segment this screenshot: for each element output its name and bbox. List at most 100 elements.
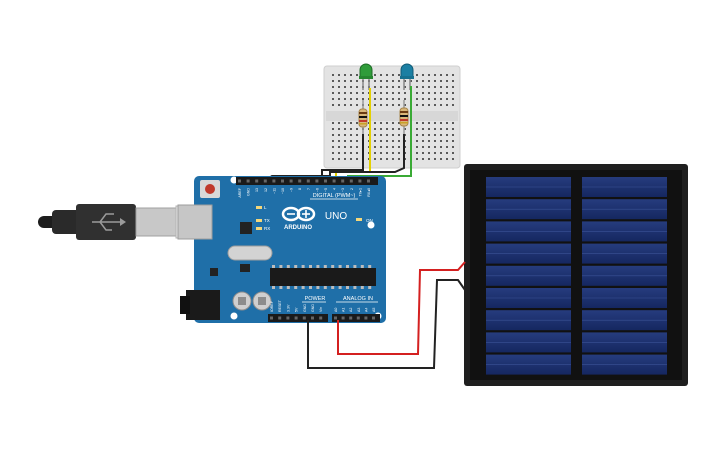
header-pin[interactable] (255, 179, 259, 183)
usb-symbol-icon (92, 213, 120, 231)
analog-header[interactable] (332, 314, 380, 322)
chip-pin (323, 265, 327, 268)
header-pin[interactable] (278, 316, 282, 320)
pin-label: AREF (238, 187, 242, 197)
chip-pin (301, 265, 305, 268)
red-wire[interactable] (337, 261, 466, 355)
model-text: UNO (325, 211, 347, 222)
pin-label: 7 (307, 188, 311, 190)
header-pin[interactable] (315, 179, 319, 183)
header-pin[interactable] (294, 316, 298, 320)
header-pin[interactable] (319, 316, 323, 320)
header-pin[interactable] (367, 179, 370, 183)
pin-label: GND (311, 304, 315, 312)
analog-label: ANALOG IN (343, 296, 373, 302)
breadboard-bottom-holes[interactable] (328, 122, 456, 162)
usb-controller-chip (240, 222, 252, 234)
pin-label: 2 (350, 188, 354, 190)
black-wire-3[interactable] (307, 279, 466, 369)
header-pin[interactable] (270, 316, 273, 320)
header-pin[interactable] (332, 179, 336, 183)
header-pin[interactable] (238, 179, 241, 183)
chip-pin (368, 286, 372, 289)
pin-label: RESET (278, 299, 282, 312)
chip-pin (316, 286, 320, 289)
header-pin[interactable] (364, 316, 368, 320)
green-led[interactable] (359, 63, 373, 90)
chip-pin (309, 265, 312, 268)
header-pin[interactable] (372, 316, 375, 320)
l-label: L (264, 205, 267, 210)
chip-pin (368, 265, 372, 268)
pin-label: ~9 (290, 188, 294, 192)
header-pin[interactable] (341, 316, 345, 320)
tx-label: TX (264, 218, 270, 223)
chip-pin (294, 286, 298, 289)
pin-label: ~11 (272, 188, 276, 194)
chip-pin (309, 286, 312, 289)
breadboard-top-holes[interactable] (328, 72, 456, 110)
header-pin[interactable] (272, 179, 276, 183)
header-pin[interactable] (306, 179, 310, 183)
chip-pin (272, 265, 275, 268)
header-pin[interactable] (289, 179, 293, 183)
chip-pin (323, 286, 327, 289)
l-led (256, 206, 262, 209)
chip-pin (272, 286, 275, 289)
header-pin[interactable] (246, 179, 250, 183)
header-pin[interactable] (341, 179, 345, 183)
chip-pin (338, 286, 342, 289)
rx-led (256, 227, 262, 230)
tx-led (256, 219, 262, 222)
chip-pin (346, 286, 349, 289)
pin-label: ~10 (281, 188, 285, 194)
header-pin[interactable] (334, 316, 337, 320)
chip-pin (360, 265, 364, 268)
digital-header[interactable] (236, 177, 378, 185)
atmega-microcontroller[interactable] (270, 265, 376, 289)
header-pin[interactable] (286, 316, 290, 320)
dc-barrel-jack[interactable] (186, 290, 220, 320)
digital-header-label: DIGITAL (PWM~) (313, 193, 356, 199)
header-pin[interactable] (324, 179, 327, 183)
header-pin[interactable] (349, 179, 353, 183)
pin-label: IOREF (270, 300, 274, 312)
power-header[interactable] (268, 314, 328, 322)
header-pin[interactable] (298, 179, 302, 183)
header-pin[interactable] (311, 316, 314, 320)
pin-label: TX▸1 (358, 188, 362, 196)
header-pin[interactable] (263, 179, 267, 183)
usb-b-jack[interactable] (177, 204, 213, 240)
header-pin[interactable] (349, 316, 353, 320)
header-pin[interactable] (302, 316, 306, 320)
on-label: ON (366, 218, 373, 223)
header-pin[interactable] (281, 179, 284, 183)
pin-label: GND (303, 304, 307, 312)
resistor-2[interactable] (399, 100, 409, 134)
pin-label: 13 (255, 188, 259, 192)
header-pin[interactable] (358, 179, 362, 183)
pin-label: A1 (342, 308, 346, 312)
resistor-1[interactable] (358, 100, 368, 134)
breadboard[interactable] (323, 65, 461, 169)
chip-pin (286, 265, 290, 268)
header-pin[interactable] (356, 316, 360, 320)
black-wire-1[interactable] (321, 134, 364, 178)
pin-label: ~3 (341, 188, 345, 192)
chip-pin (279, 265, 283, 268)
chip-pin (286, 286, 290, 289)
pin-label: 8 (298, 188, 302, 190)
chip-pin (353, 286, 357, 289)
pin-label: A2 (349, 308, 353, 312)
pin-label: 3.3V (286, 304, 290, 312)
mounting-hole (230, 176, 238, 184)
on-led (356, 218, 362, 221)
crystal-oscillator (227, 245, 273, 261)
usb-cable[interactable] (38, 204, 201, 240)
solar-panel[interactable] (464, 164, 688, 386)
pin-label: ~5 (324, 188, 328, 192)
chip-pin (301, 286, 305, 289)
chip-pin (316, 265, 320, 268)
